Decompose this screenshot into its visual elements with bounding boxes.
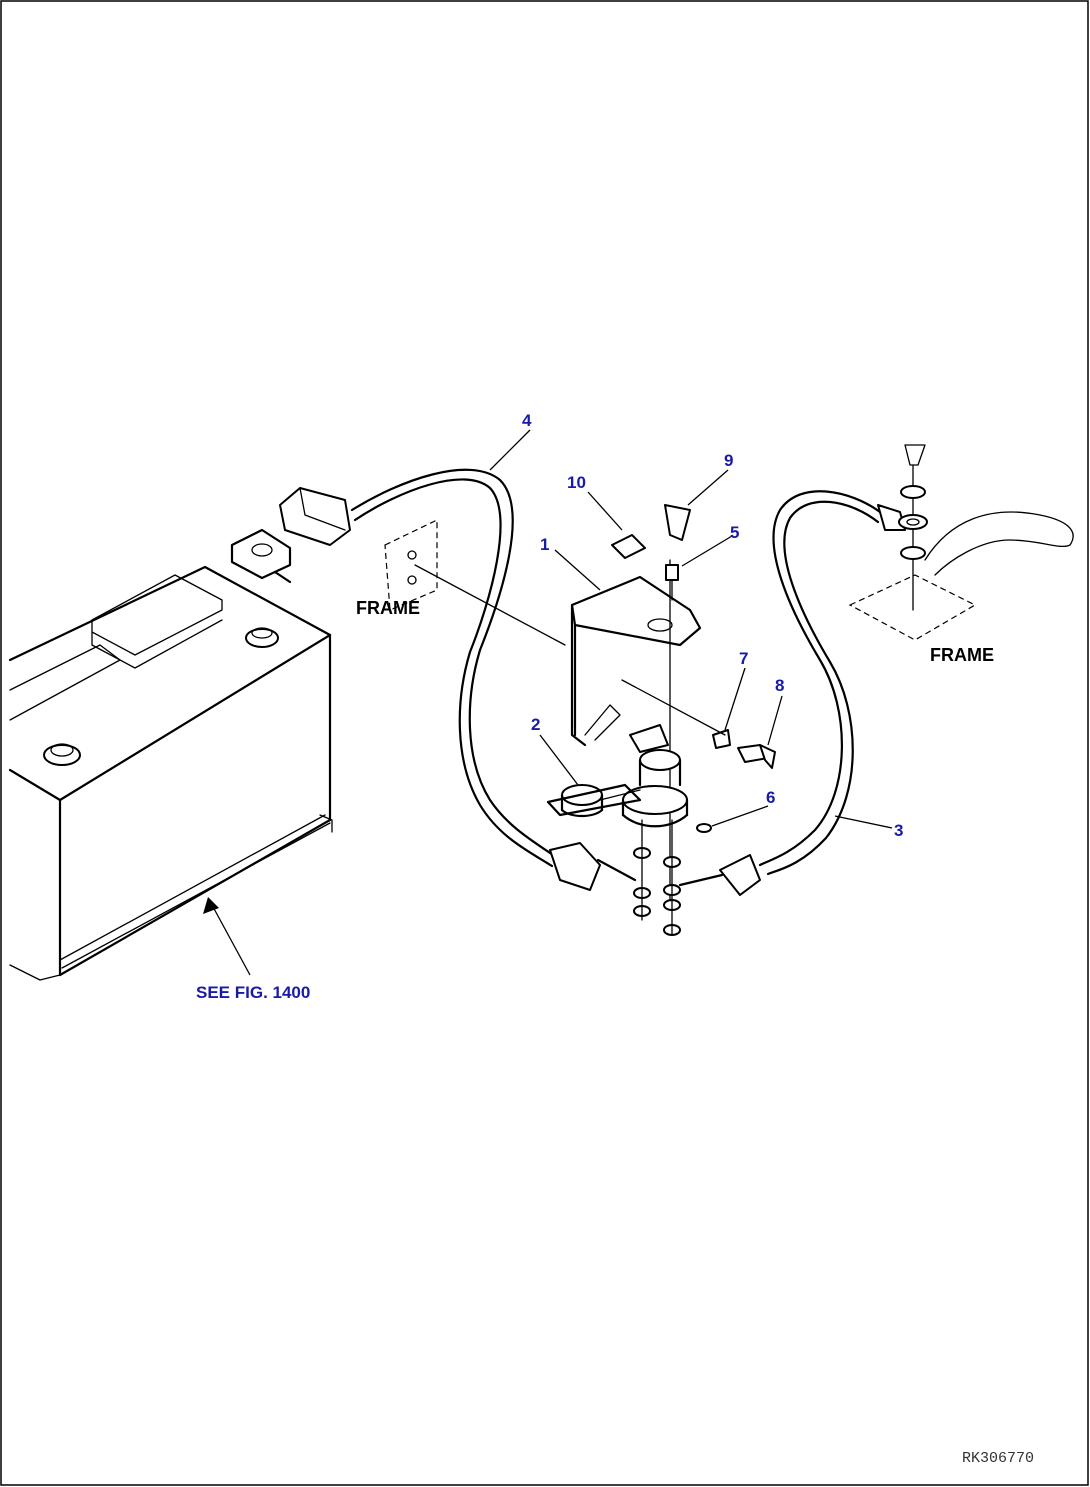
- see-fig-reference: SEE FIG. 1400: [196, 983, 310, 1002]
- leader-2: [539, 734, 579, 786]
- cable-4: [279, 468, 637, 891]
- bolt-5: [665, 564, 679, 601]
- callout-5: 5: [730, 523, 739, 542]
- washer-7: [712, 729, 731, 749]
- clip: [664, 504, 691, 541]
- battery-clamp: [230, 528, 292, 584]
- callout-3: 3: [894, 821, 903, 840]
- caution-plate: [611, 534, 646, 559]
- leader-1: [554, 549, 601, 591]
- leader-5: [681, 535, 733, 567]
- frame-label-left: FRAME: [356, 598, 420, 618]
- callout-1: 1: [540, 535, 549, 554]
- leader-4: [489, 429, 531, 471]
- callout-7: 7: [739, 649, 748, 668]
- callout-10: 10: [567, 473, 586, 492]
- frame-label-right: FRAME: [930, 645, 994, 665]
- callout-9: 9: [724, 451, 733, 470]
- callout-8: 8: [775, 676, 784, 695]
- leader-10: [587, 491, 623, 531]
- hardware-stack: [633, 819, 681, 936]
- battery-switch: [546, 724, 689, 828]
- drawing-code: RK306770: [962, 1450, 1034, 1467]
- bracket: [570, 575, 702, 747]
- nut-6: [696, 823, 712, 833]
- ground-assembly: [848, 444, 1074, 641]
- see-fig-arrow: [203, 897, 251, 976]
- leader-6: [711, 805, 769, 827]
- leader-9: [687, 469, 729, 506]
- battery: [8, 565, 333, 981]
- leader-7: [724, 667, 746, 731]
- callout-4: 4: [522, 411, 532, 430]
- leader-3: [834, 815, 893, 829]
- bolt-8: [621, 679, 776, 769]
- cable-3: [678, 490, 906, 896]
- leader-8: [767, 695, 783, 746]
- callout-6: 6: [766, 788, 775, 807]
- callout-2: 2: [531, 715, 540, 734]
- frame-mount-left: [384, 519, 566, 646]
